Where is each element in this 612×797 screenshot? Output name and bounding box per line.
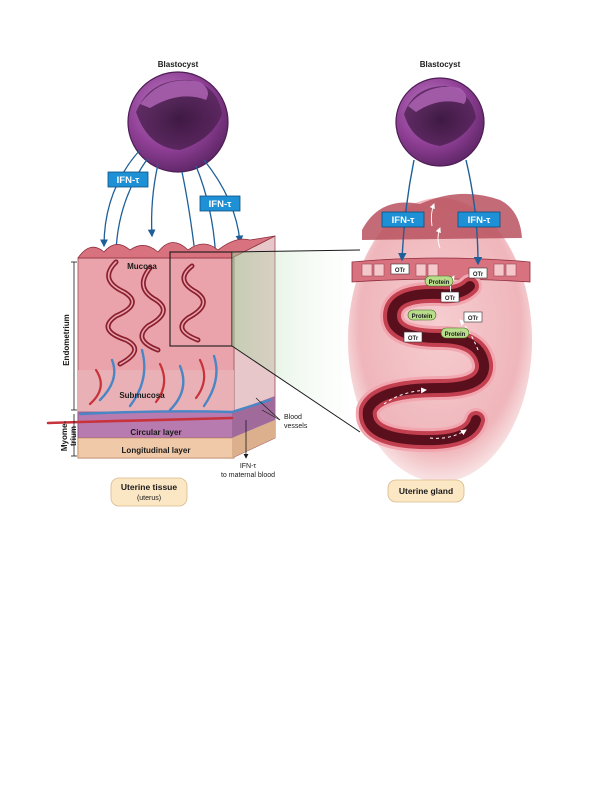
svg-text:OTr: OTr xyxy=(408,336,419,342)
svg-text:vessels: vessels xyxy=(284,423,308,430)
svg-text:Protein: Protein xyxy=(429,280,450,286)
protein-tag: Protein xyxy=(407,309,437,321)
receptor-tag: OTr xyxy=(403,331,423,343)
svg-text:OTr: OTr xyxy=(395,268,406,274)
right-ifn-arrows xyxy=(398,159,483,266)
svg-text:Uterine gland: Uterine gland xyxy=(399,486,453,496)
svg-text:Blood: Blood xyxy=(284,414,302,421)
left-ifn-tag-2: IFN-τ xyxy=(199,195,241,212)
maternal-blood-label: IFN-τ to maternal blood xyxy=(221,463,275,479)
right-blastocyst xyxy=(395,77,485,167)
svg-text:OTr: OTr xyxy=(445,296,456,302)
svg-text:IFN-τ: IFN-τ xyxy=(392,215,415,226)
receptor-tag: OTr xyxy=(463,311,483,323)
right-blastocyst-label: Blastocyst xyxy=(420,60,461,69)
uterine-tissue-block xyxy=(46,235,281,459)
svg-text:Myome-: Myome- xyxy=(60,421,69,452)
left-blastocyst-label: Blastocyst xyxy=(158,60,199,69)
longitudinal-layer-label: Longitudinal layer xyxy=(122,446,191,455)
svg-text:OTr: OTr xyxy=(468,316,479,322)
svg-text:OTr: OTr xyxy=(473,272,484,278)
svg-text:Protein: Protein xyxy=(412,314,433,320)
uterine-gland-caption: Uterine gland xyxy=(387,479,465,503)
endometrium-label: Endometrium xyxy=(62,314,71,366)
uterine-gland-zoom xyxy=(348,193,532,482)
right-ifn-tag-2: IFN-τ xyxy=(457,211,501,228)
circular-layer-label: Circular layer xyxy=(130,428,181,437)
protein-tag: Protein xyxy=(424,275,454,287)
receptor-tag: OTr xyxy=(468,267,488,279)
uterine-tissue-caption: Uterine tissue (uterus) xyxy=(110,477,188,507)
svg-text:to maternal blood: to maternal blood xyxy=(221,472,275,479)
svg-text:IFN-τ: IFN-τ xyxy=(468,215,491,226)
svg-text:(uterus): (uterus) xyxy=(137,495,161,502)
svg-text:IFN-τ: IFN-τ xyxy=(209,199,232,210)
left-blastocyst xyxy=(127,71,229,173)
svg-text:trium: trium xyxy=(69,426,78,446)
receptor-tag: OTr xyxy=(440,291,460,303)
myometrium-label: Myome- trium xyxy=(60,421,78,452)
receptor-tag: OTr xyxy=(390,263,410,275)
zoom-connector xyxy=(231,249,361,433)
left-ifn-tag-1: IFN-τ xyxy=(107,171,149,188)
left-panel: Blastocyst IFN-τ IFN-τ xyxy=(46,60,308,507)
right-ifn-tag-1: IFN-τ xyxy=(381,211,425,228)
right-panel: Blastocyst xyxy=(348,60,532,503)
blood-vessels-label: Blood vessels xyxy=(284,414,308,430)
svg-text:Protein: Protein xyxy=(445,332,466,338)
mucosa-label: Mucosa xyxy=(127,262,157,271)
svg-text:Uterine tissue: Uterine tissue xyxy=(121,482,177,492)
protein-tag: Protein xyxy=(440,327,470,339)
svg-text:IFN-τ: IFN-τ xyxy=(240,463,257,470)
submucosa-label: Submucosa xyxy=(119,391,165,400)
svg-text:IFN-τ: IFN-τ xyxy=(117,175,140,186)
